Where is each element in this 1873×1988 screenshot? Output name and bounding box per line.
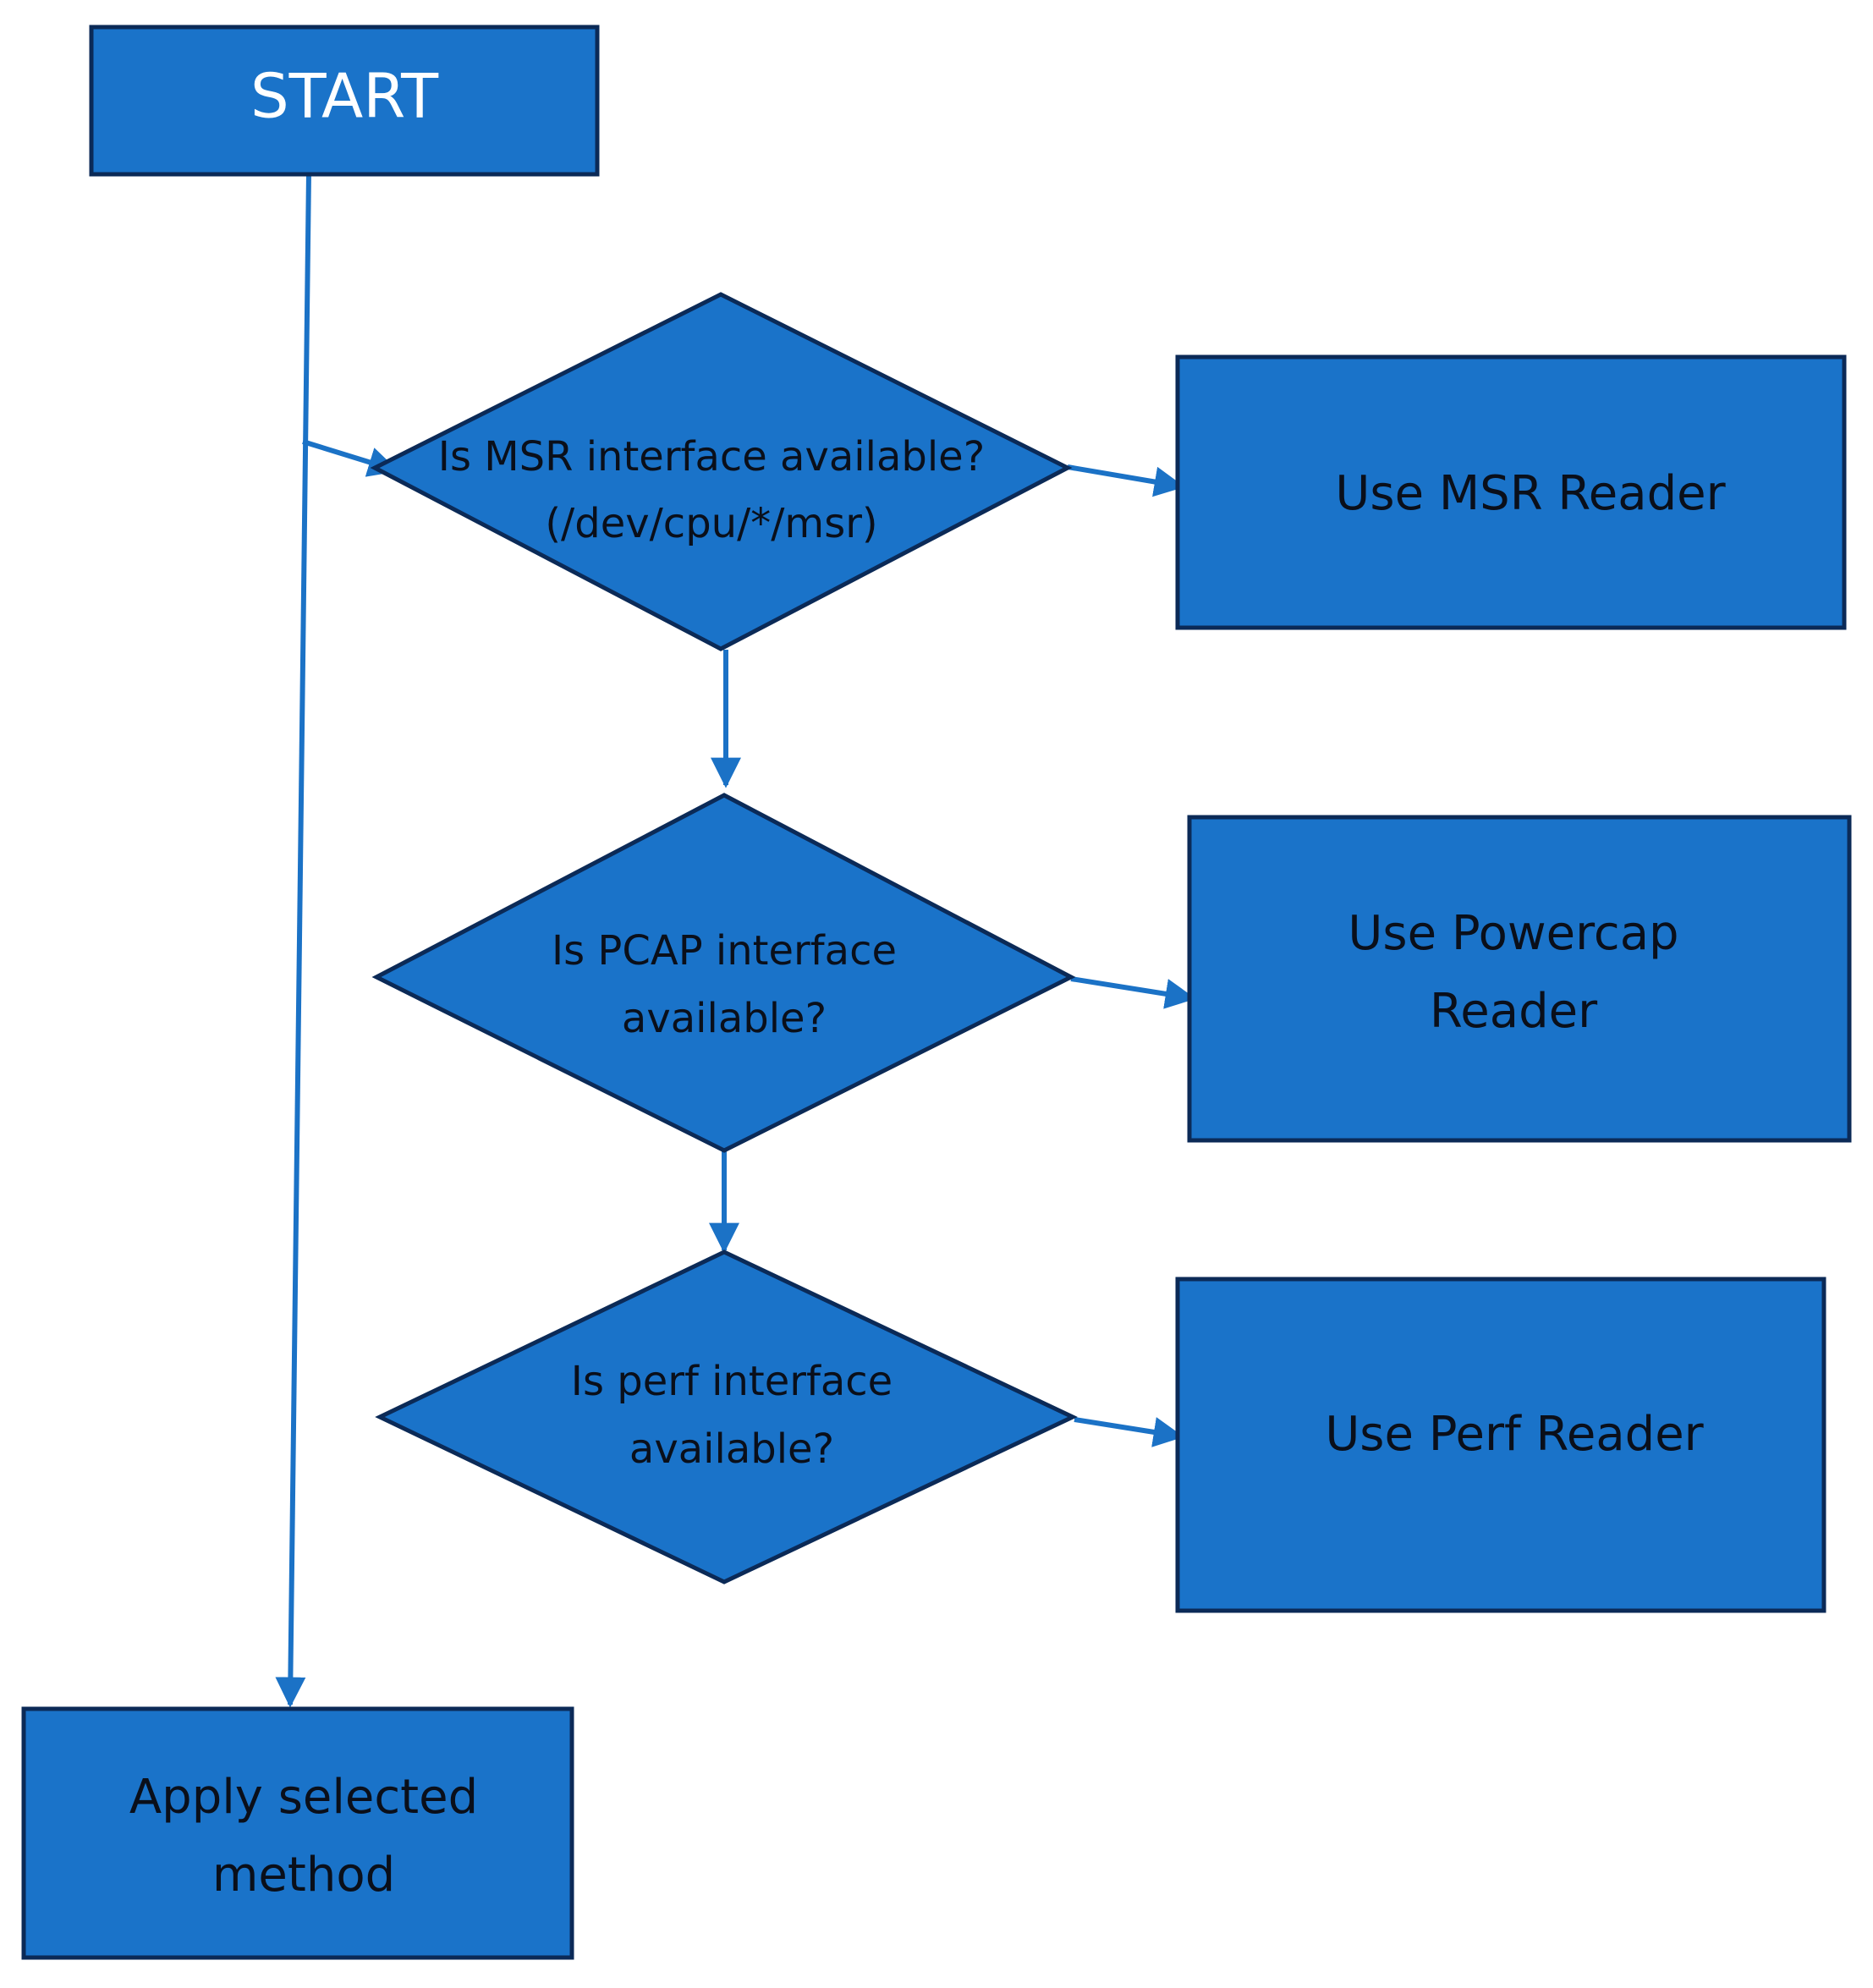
pcap-decision-node: Is PCAP interface available?: [371, 793, 1076, 1153]
powercap-reader-line1: Use Powercap: [1348, 906, 1678, 961]
apply-method-line2: method: [212, 1848, 395, 1903]
arrow-perf-question-to-perf-reader: [1074, 1417, 1184, 1447]
msr-decision-line2: (/dev/cpu/*/msr): [545, 500, 877, 547]
arrow-start-to-apply: [275, 173, 311, 1708]
connectors: [275, 173, 1196, 1708]
perf-decision-line1: Is perf interface: [571, 1358, 893, 1405]
arrow-msr-question-to-msr-reader: [1067, 464, 1185, 497]
perf-reader-label: Use Perf Reader: [1325, 1407, 1704, 1462]
apply-method-node: Apply selected method: [21, 1706, 574, 1960]
arrow-pcap-question-to-powercap-reader: [1070, 976, 1196, 1009]
pcap-decision-line2: available?: [622, 995, 827, 1042]
msr-decision-node: Is MSR interface available? (/dev/cpu/*/…: [370, 292, 1073, 651]
msr-decision-line1: Is MSR interface available?: [438, 433, 985, 481]
start-label: START: [250, 61, 439, 132]
pcap-decision-line1: Is PCAP interface: [552, 927, 897, 975]
perf-reader-node: Use Perf Reader: [1175, 1277, 1826, 1613]
apply-method-line1: Apply selected: [129, 1770, 478, 1825]
powercap-reader-node: Use Powercap Reader: [1187, 815, 1852, 1143]
start-node: START: [89, 25, 600, 177]
msr-reader-label: Use MSR Reader: [1335, 466, 1726, 521]
perf-decision-node: Is perf interface available?: [375, 1249, 1078, 1584]
perf-decision-line2: available?: [629, 1425, 834, 1473]
powercap-reader-line2: Reader: [1430, 984, 1598, 1039]
msr-reader-node: Use MSR Reader: [1175, 354, 1847, 630]
